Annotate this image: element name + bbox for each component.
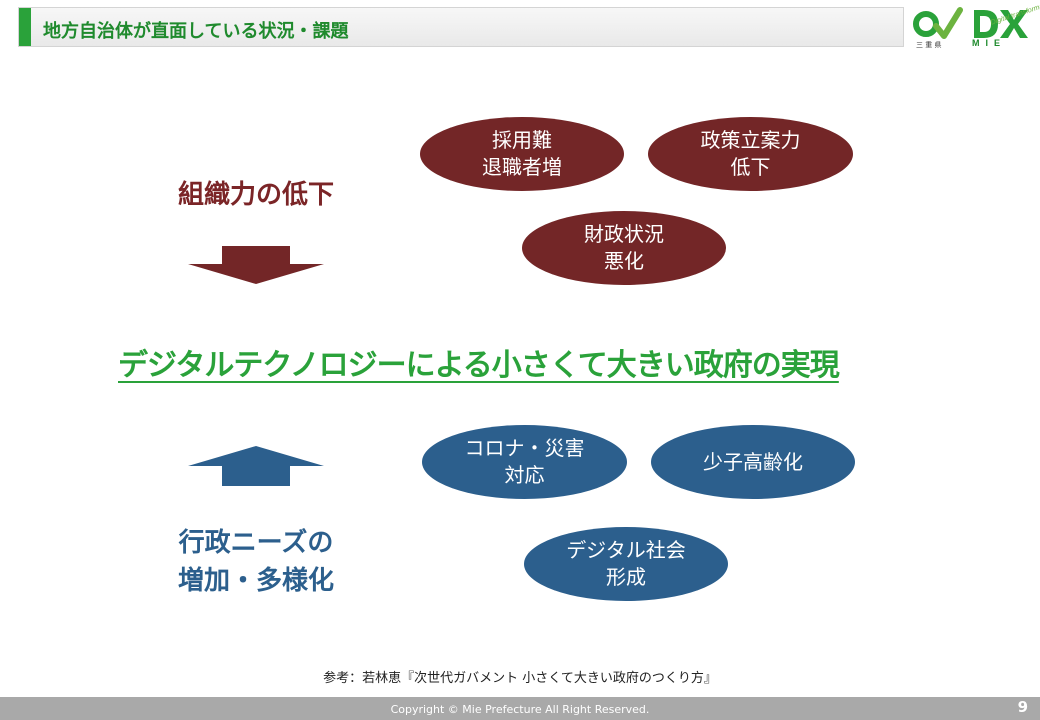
slide-footer: Copyright © Mie Prefecture All Right Res… xyxy=(0,697,1040,720)
slide-title: 地方自治体が直面している状況・課題 xyxy=(43,21,349,42)
central-goal-statement: デジタルテクノロジーによる小さくて大きい政府の実現 xyxy=(118,348,840,383)
issue-oval-text: 政策立案力 低下 xyxy=(700,128,801,179)
need-oval-digital-society: デジタル社会 形成 xyxy=(524,527,728,601)
down-arrow-icon xyxy=(188,246,324,284)
mie-dx-logo-icon xyxy=(913,7,1028,39)
label-administrative-needs: 行政ニーズの 増加・多様化 xyxy=(177,528,334,596)
page-number: 9 xyxy=(1017,698,1028,716)
label-organizational-decline: 組織力の低下 xyxy=(177,180,334,210)
issue-oval-finance: 財政状況 悪化 xyxy=(522,211,726,285)
logo-mie-text: MIE xyxy=(972,38,1007,48)
reference-citation: 参考：若林恵『次世代ガバメント 小さくて大きい政府のつくり方』 xyxy=(323,671,717,686)
slide-header: 地方自治体が直面している状況・課題 xyxy=(18,7,904,47)
issue-oval-text: 採用難 退職者増 xyxy=(482,128,562,179)
copyright-text: Copyright © Mie Prefecture All Right Res… xyxy=(390,703,650,716)
issue-oval-text: 財政状況 悪化 xyxy=(584,222,664,273)
need-oval-text: コロナ・災害 対応 xyxy=(464,436,585,487)
need-oval-text: 少子高齢化 xyxy=(703,449,803,474)
issue-oval-policy: 政策立案力 低下 xyxy=(648,117,853,191)
up-arrow-icon xyxy=(188,446,324,486)
header-accent-bar xyxy=(19,8,31,46)
issue-oval-recruitment: 採用難 退職者増 xyxy=(420,117,624,191)
need-oval-aging: 少子高齢化 xyxy=(651,425,855,499)
need-oval-covid-disaster: コロナ・災害 対応 xyxy=(422,425,627,499)
logo-prefecture-text: 三 重 県 xyxy=(916,41,942,49)
need-oval-text: デジタル社会 形成 xyxy=(566,538,686,589)
